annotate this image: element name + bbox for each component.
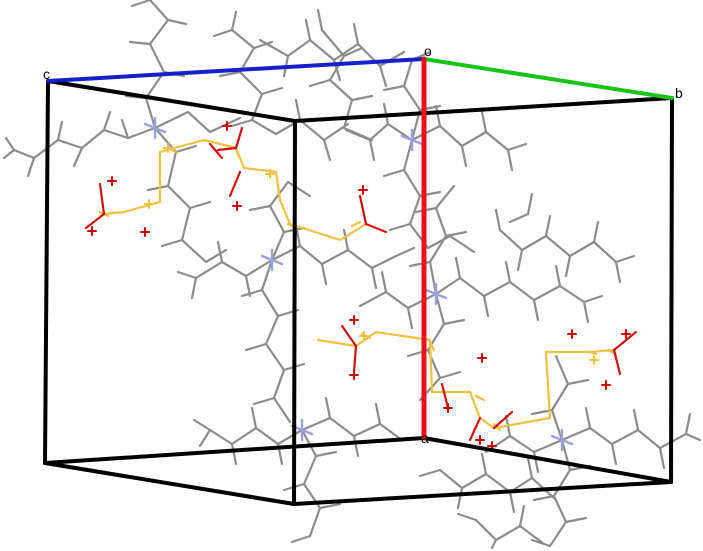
alkyl-chain xyxy=(484,434,564,454)
oxygen-bond xyxy=(216,146,238,152)
oxygen-bond xyxy=(612,348,622,376)
oxygen-bond xyxy=(98,182,106,216)
alkyl-chain xyxy=(208,426,304,446)
oxygen-bond xyxy=(228,170,242,198)
sulfur-chains xyxy=(98,138,618,432)
oxygen-bond xyxy=(492,410,514,430)
hydrogen-stubs xyxy=(380,206,604,380)
oxygen-bond xyxy=(358,194,368,226)
sulfur-atom-marks xyxy=(144,143,599,365)
atom-cross xyxy=(222,121,232,131)
alkyl-chain xyxy=(144,0,170,130)
axis-b-line xyxy=(422,57,674,100)
cell-edge xyxy=(422,436,673,484)
unit-cell xyxy=(43,79,674,506)
hydrogen-stubs xyxy=(192,396,382,544)
cell-edge xyxy=(43,79,50,465)
atom-cross xyxy=(140,227,150,237)
cell-edge xyxy=(46,79,297,123)
oxygen-bond xyxy=(612,330,638,352)
hydrogen-stubs xyxy=(2,0,212,248)
axis-c-line xyxy=(46,57,426,83)
origin-label: o xyxy=(424,43,432,59)
sulfur-cross xyxy=(163,143,173,153)
alkyl-chain xyxy=(300,416,404,442)
atom-cross xyxy=(107,176,117,186)
alkyl-chain xyxy=(438,468,558,502)
alkyl-chain xyxy=(560,426,702,450)
cell-edge xyxy=(43,436,426,465)
nitrogen-atom xyxy=(260,248,284,272)
oxygen-bond xyxy=(340,324,358,348)
oxygen-bond xyxy=(364,222,388,234)
atom-cross xyxy=(349,370,359,380)
axis-c-label: c xyxy=(43,66,50,82)
alkyl-chain xyxy=(402,58,422,142)
oxygen-bond xyxy=(208,142,224,160)
atom-cross xyxy=(621,329,631,339)
alkyl-chain xyxy=(260,258,292,424)
axis-b-label: b xyxy=(675,85,683,101)
polysulfide-chain xyxy=(102,138,368,242)
atom-cross xyxy=(443,403,453,413)
cell-edge xyxy=(292,480,673,506)
alkyl-chain xyxy=(344,122,414,142)
hydrogen-stubs xyxy=(456,504,526,550)
alkyl-chain xyxy=(12,126,157,160)
oxygen-bond xyxy=(468,416,482,442)
oxygen-bond xyxy=(234,126,244,150)
sulfur-cross xyxy=(589,355,599,365)
cell-edge xyxy=(293,96,674,123)
oxygen-bond xyxy=(84,212,106,230)
alkyl-chain xyxy=(498,228,618,264)
sulfur-cross xyxy=(265,169,275,179)
alkyl-chain xyxy=(474,518,546,546)
atom-cross xyxy=(349,315,359,325)
hydrogen-stubs xyxy=(418,452,534,514)
cell-edge xyxy=(43,461,296,506)
atom-cross xyxy=(567,329,577,339)
isolated-atom-marks xyxy=(87,121,631,451)
nitrogen-atom xyxy=(424,282,448,306)
atom-cross xyxy=(87,226,97,236)
axis-a-label: a xyxy=(421,430,429,446)
polysulfide-chain xyxy=(316,330,616,430)
sulfur-cross xyxy=(359,331,369,341)
cell-edge xyxy=(292,119,297,506)
hydrogen-stubs xyxy=(212,8,388,162)
atom-cross xyxy=(358,185,368,195)
atom-cross xyxy=(475,435,485,445)
hydrogen-stubs xyxy=(368,50,528,232)
alkyl-chain xyxy=(548,438,572,548)
nitrogen-atom xyxy=(550,428,574,452)
nitrogen-atoms xyxy=(143,116,574,452)
atom-cross xyxy=(601,380,611,390)
oxygen-bonds xyxy=(84,126,638,442)
atom-cross xyxy=(232,201,242,211)
sulfur-atom-mark xyxy=(98,146,618,432)
alkyl-chain xyxy=(230,28,350,142)
alkyl-chain xyxy=(270,244,398,270)
hydrogen-stubs xyxy=(504,378,692,548)
atom-cross xyxy=(477,353,487,363)
alkyl-chain xyxy=(194,258,274,280)
nitrogen-atom xyxy=(400,128,424,152)
alkyl-chain xyxy=(550,354,570,442)
cell-edge xyxy=(669,96,674,484)
oxygen-bond xyxy=(352,344,358,374)
nitrogen-atom xyxy=(143,116,167,140)
sulfur-cross xyxy=(144,199,154,209)
hydrogen-stubs xyxy=(494,192,636,284)
